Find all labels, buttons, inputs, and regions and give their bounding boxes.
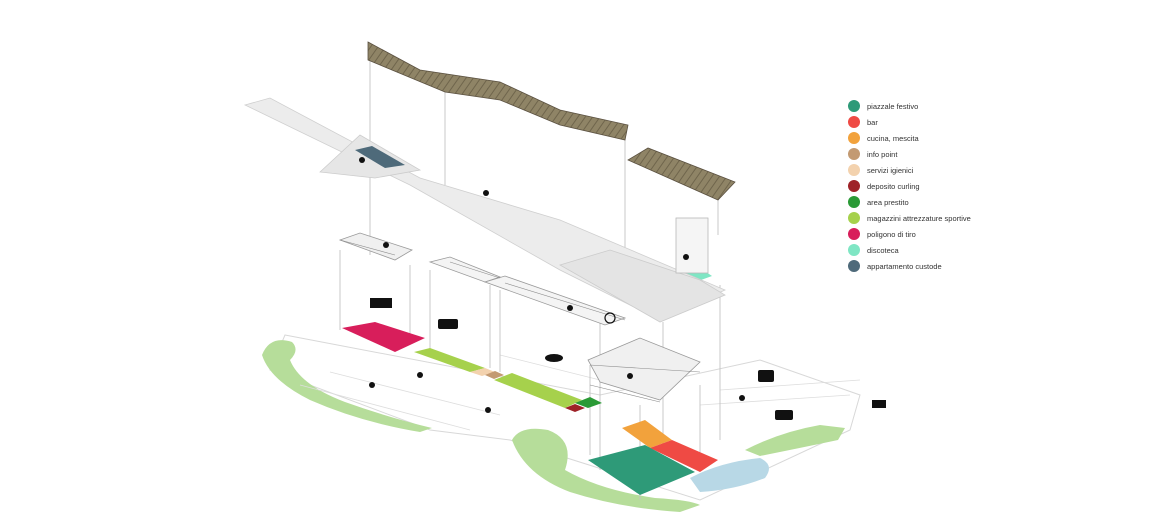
zone-piazzale-festivo xyxy=(588,445,695,495)
legend-label: discoteca xyxy=(867,245,899,255)
legend-item: deposito curling xyxy=(848,178,1028,194)
wooden-roof-small xyxy=(627,147,736,201)
zone-magazzini-attrezzature-sportive xyxy=(414,348,485,372)
zone-deposito-curling xyxy=(565,404,585,412)
railing-lines xyxy=(339,239,701,403)
zone-bar xyxy=(650,440,718,472)
green-area-bottom xyxy=(512,428,700,512)
legend-swatch xyxy=(848,260,860,272)
upper-slab-dark-panel xyxy=(355,146,405,168)
legend-swatch xyxy=(848,116,860,128)
upper-slab-right xyxy=(558,249,726,323)
zone-info-point xyxy=(485,371,504,379)
legend-item: info point xyxy=(848,146,1028,162)
legend-swatch xyxy=(848,164,860,176)
skater-icon xyxy=(417,372,423,378)
person-icon-2 xyxy=(483,190,489,196)
legend: piazzale festivo bar cucina, mescita info p… xyxy=(848,98,1028,274)
custodian-box xyxy=(675,217,709,274)
ground-floor-zones xyxy=(342,268,718,495)
ground-level-site xyxy=(262,334,861,512)
legend-label: piazzale festivo xyxy=(867,101,919,111)
person-icon-3 xyxy=(359,157,365,163)
legend-swatch xyxy=(848,132,860,144)
legend-item: magazzini attrezzature sportive xyxy=(848,210,1028,226)
picnic-icon xyxy=(370,298,392,308)
legend-item: piazzale festivo xyxy=(848,98,1028,114)
camper-icon xyxy=(775,410,793,420)
person-icon-4 xyxy=(683,254,689,260)
legend-item: appartamento custode xyxy=(848,258,1028,274)
zone-cucina-mescita xyxy=(622,420,672,448)
zone-poligono-di-tiro xyxy=(342,322,425,352)
legend-item: bar xyxy=(848,114,1028,130)
legend-swatch xyxy=(848,212,860,224)
playground-icon xyxy=(872,400,886,408)
wooden-roofs xyxy=(367,41,736,201)
legend-label: appartamento custode xyxy=(867,261,942,271)
bicycle-icon xyxy=(739,395,745,401)
legend-item: poligono di tiro xyxy=(848,226,1028,242)
middle-level xyxy=(338,232,701,403)
zone-area-prestito xyxy=(575,397,602,408)
person-icon-6 xyxy=(567,305,573,311)
balcony-left xyxy=(338,232,413,261)
green-area-right xyxy=(745,425,845,456)
upper-slab xyxy=(243,97,726,323)
green-area-left xyxy=(262,340,432,432)
zone-servizi-igienici xyxy=(470,368,495,376)
legend-swatch xyxy=(848,148,860,160)
legend-label: bar xyxy=(867,117,878,127)
terrace-right xyxy=(587,337,701,401)
legend-item: area prestito xyxy=(848,194,1028,210)
legend-label: magazzini attrezzature sportive xyxy=(867,213,971,223)
person-icon-1 xyxy=(383,242,389,248)
legend-swatch xyxy=(848,180,860,192)
legend-swatch xyxy=(848,244,860,256)
zone-magazzini-2 xyxy=(494,373,582,408)
water-area xyxy=(690,458,769,492)
legend-label: info point xyxy=(867,149,898,159)
legend-swatch xyxy=(848,228,860,240)
legend-label: deposito curling xyxy=(867,181,920,191)
legend-label: area prestito xyxy=(867,197,909,207)
legend-item: discoteca xyxy=(848,242,1028,258)
person-icon-5 xyxy=(627,373,633,379)
legend-item: servizi igienici xyxy=(848,162,1028,178)
bus-icon xyxy=(438,319,458,329)
car-icon xyxy=(545,354,563,362)
legend-label: cucina, mescita xyxy=(867,133,919,143)
walkway-center xyxy=(483,275,627,326)
activity-icons xyxy=(359,157,886,420)
legend-swatch xyxy=(848,100,860,112)
wooden-roof-main xyxy=(367,41,629,141)
info-icon xyxy=(604,312,616,324)
legend-label: servizi igienici xyxy=(867,165,914,175)
legend-label: poligono di tiro xyxy=(867,229,916,239)
curling-icon xyxy=(485,407,491,413)
bus-stop-icon xyxy=(758,370,774,382)
balcony-center xyxy=(428,256,502,283)
skier-icon-1 xyxy=(369,382,375,388)
legend-item: cucina, mescita xyxy=(848,130,1028,146)
parking-lines xyxy=(299,354,861,431)
legend-swatch xyxy=(848,196,860,208)
